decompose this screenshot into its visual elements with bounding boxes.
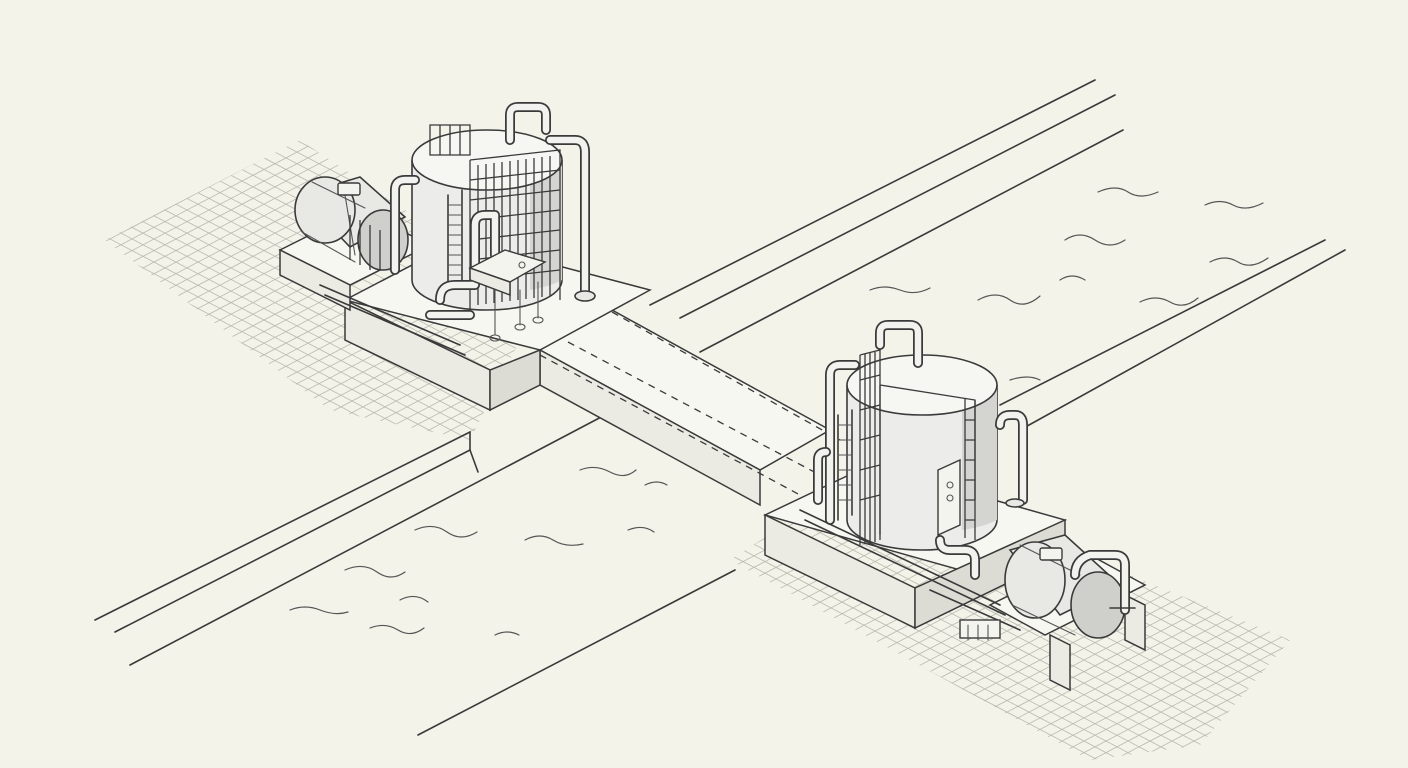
upper-water-channel bbox=[649, 79, 1346, 431]
tank-b bbox=[846, 354, 998, 551]
ladder-b bbox=[837, 409, 853, 521]
grid-ground-right bbox=[730, 470, 1290, 760]
tank-a bbox=[411, 129, 563, 311]
ladder-a bbox=[447, 189, 463, 291]
piping-b bbox=[799, 320, 1028, 631]
lower-water-channel bbox=[94, 414, 736, 736]
piping-a bbox=[319, 102, 596, 356]
connecting-walkway bbox=[538, 309, 841, 507]
motor-unit-b bbox=[1004, 534, 1136, 639]
water-waves bbox=[289, 187, 1269, 636]
pump-station-b bbox=[762, 320, 1147, 692]
control-panel-b bbox=[937, 458, 1001, 641]
control-box-a bbox=[468, 249, 547, 342]
pump-station-a bbox=[278, 102, 653, 412]
